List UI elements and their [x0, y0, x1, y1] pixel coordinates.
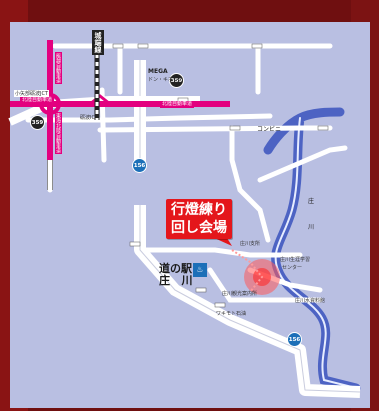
venue-callout-line1: 行燈練り: [171, 202, 227, 218]
tonami-ic-label: 砺波IC: [80, 115, 95, 121]
mega-sub-label: ドン・キホーテ: [148, 77, 184, 83]
combini-label: コンビニ: [257, 126, 282, 133]
route-156-edge: [139, 60, 361, 393]
kanko-label: 庄川観光案内所: [222, 291, 258, 297]
road-break: [131, 177, 149, 192]
road-station-line2: 庄 川: [159, 275, 193, 287]
jct-label: 小矢部砺波JCT: [14, 90, 50, 97]
center-label: 庄川生涯学習: [280, 257, 311, 263]
road-station-line2a: 庄: [159, 274, 170, 287]
river-label-1: 庄: [308, 198, 315, 205]
route-156-badge-top: 156: [132, 158, 147, 173]
route-359-badge-left: 359: [30, 115, 45, 130]
expressway-label-right: 北陸自動車道: [160, 101, 195, 108]
expressway-vertical-bottom: 東海北陸自動車道: [55, 112, 62, 154]
museum-label: 庄川水資料館: [295, 298, 326, 304]
road-station-icon: ♨: [193, 263, 207, 277]
expressway-vertical-top: 能越自動車道: [55, 52, 62, 84]
road-station-line2b: 川: [181, 274, 193, 287]
railway-label: 城端線: [92, 30, 104, 55]
route-359-badge-right: 359: [169, 73, 184, 88]
center-label-2: センター: [282, 265, 303, 271]
signals: [112, 43, 329, 308]
tonami-ic-ramp: [89, 94, 111, 106]
road-ne: [257, 145, 348, 183]
venue-callout-line2: 回し会場: [171, 220, 227, 236]
river-label-2: 川: [308, 224, 315, 231]
mega-label: MEGA: [148, 68, 168, 75]
route-156-badge-bottom: 156: [287, 332, 302, 347]
expressway-label-left: 北陸自動車道: [20, 97, 55, 104]
road-station-line1: 道の駅: [159, 262, 192, 275]
venue-callout: 行燈練り 回し会場: [166, 199, 232, 239]
road-station: [137, 247, 303, 258]
jct-circle: [39, 93, 61, 115]
waiki-label: ワキモト石油: [216, 311, 247, 317]
road-center: [229, 125, 271, 243]
road-south: [207, 267, 323, 303]
road-station-label: 道の駅 庄 川: [159, 263, 193, 287]
branch-label: 庄川支所: [240, 241, 261, 247]
